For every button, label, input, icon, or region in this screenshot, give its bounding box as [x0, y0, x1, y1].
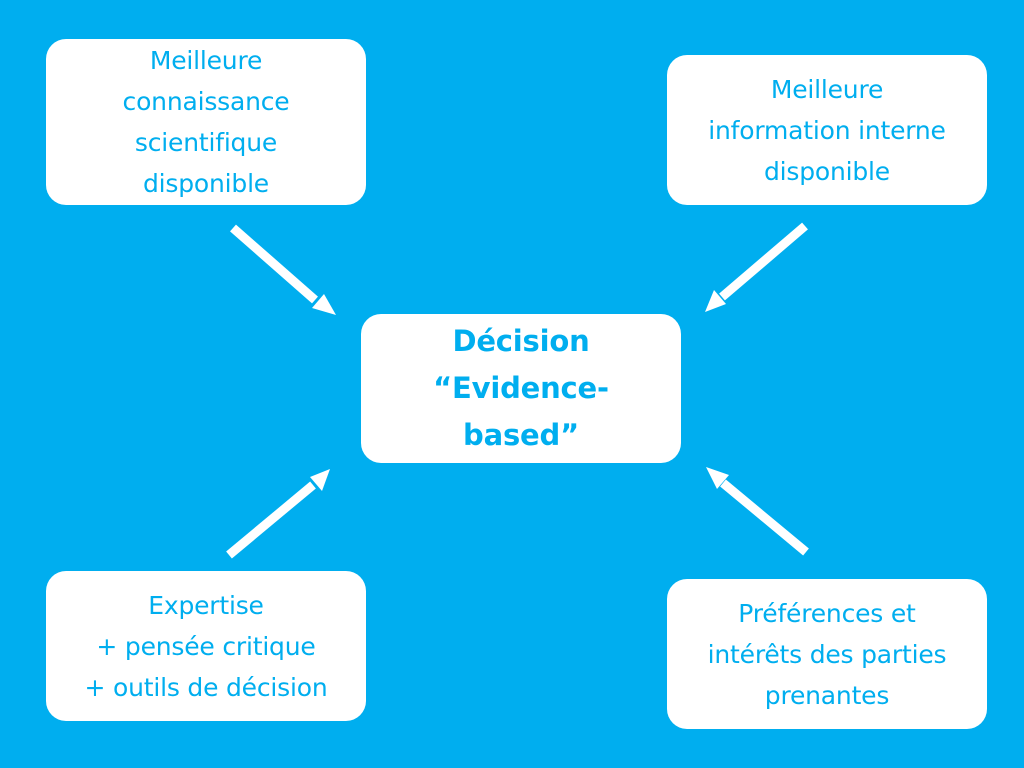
- box-top-left-text: Meilleure connaissance scientifique disp…: [123, 40, 290, 204]
- box-decision-evidence-based: Décision “Evidence- based”: [361, 314, 681, 463]
- text-line: Meilleure: [149, 46, 263, 75]
- arrow-top-right-shaft: [719, 222, 808, 301]
- box-top-right-text: Meilleure information interne disponible: [708, 69, 946, 192]
- text-line: intérêts des parties: [707, 639, 947, 669]
- box-bottom-right-text: Préférences et intérêts des parties pren…: [708, 593, 947, 716]
- arrow-bottom-left: [226, 469, 330, 559]
- arrow-top-left-head: [312, 294, 336, 315]
- text-line: scientifique: [134, 128, 278, 157]
- box-expertise: Expertise + pensée critique + outils de …: [46, 571, 366, 721]
- text-line: information interne: [708, 115, 946, 145]
- arrow-top-left: [230, 224, 336, 315]
- box-preferences-parties-prenantes: Préférences et intérêts des parties pren…: [667, 579, 987, 729]
- arrow-top-left-shaft: [230, 224, 318, 304]
- text-line: + outils de décision: [84, 672, 328, 702]
- text-line: connaissance: [122, 87, 290, 116]
- text-line: “Evidence-: [433, 371, 609, 405]
- text-line: Décision: [452, 324, 590, 358]
- box-meilleure-information-interne: Meilleure information interne disponible: [667, 55, 987, 205]
- box-center-text: Décision “Evidence- based”: [433, 318, 609, 459]
- arrow-bottom-left-shaft: [226, 481, 316, 559]
- box-bottom-left-text: Expertise + pensée critique + outils de …: [85, 585, 328, 708]
- text-line: + pensée critique: [96, 631, 316, 661]
- text-line: disponible: [143, 169, 269, 198]
- box-meilleure-connaissance-scientifique: Meilleure connaissance scientifique disp…: [46, 39, 366, 205]
- arrow-top-right-head: [705, 290, 726, 312]
- text-line: prenantes: [764, 680, 890, 710]
- arrow-bottom-right: [706, 467, 809, 556]
- text-line: based”: [463, 418, 579, 452]
- arrow-bottom-right-shaft: [720, 479, 809, 556]
- text-line: Meilleure: [770, 74, 884, 104]
- arrow-bottom-left-head: [310, 469, 330, 491]
- arrow-bottom-right-head: [706, 467, 729, 489]
- text-line: disponible: [763, 156, 890, 186]
- text-line: Expertise: [148, 590, 264, 620]
- arrow-top-right: [705, 222, 808, 312]
- text-line: Préférences et: [738, 598, 916, 628]
